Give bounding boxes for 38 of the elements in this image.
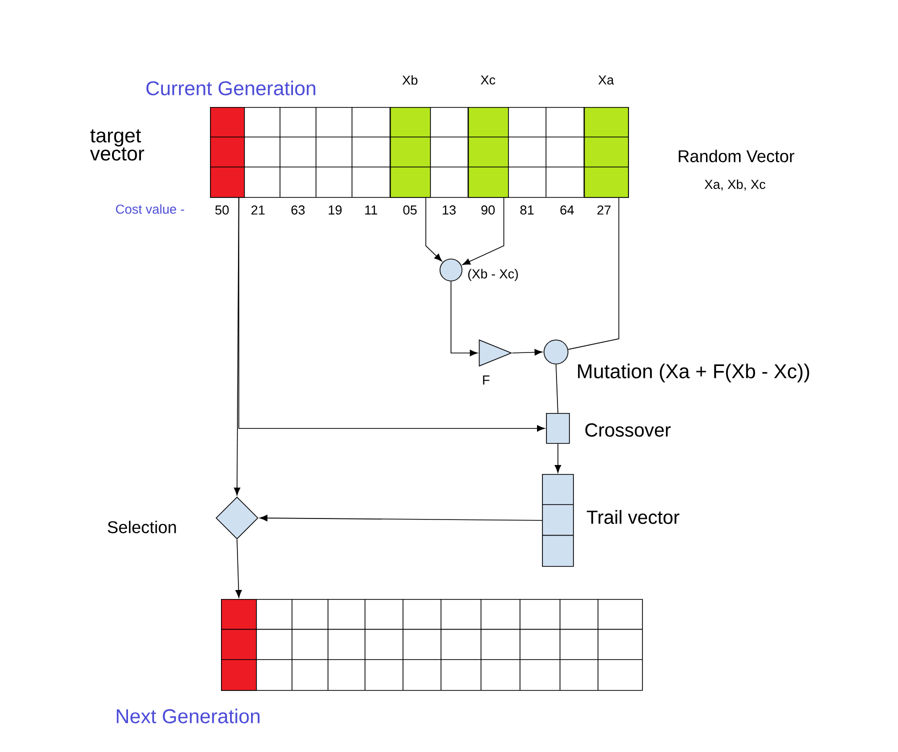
- cost-value: 64: [560, 205, 574, 215]
- cost-value: 81: [520, 205, 534, 215]
- cost-value: 05: [403, 205, 417, 215]
- connector-line: [556, 364, 558, 414]
- arrow: [260, 514, 542, 522]
- node-label: (Xb - Xc): [468, 268, 518, 282]
- node-label: Trail vector: [586, 510, 680, 524]
- cost-value: 27: [597, 205, 611, 215]
- cost-value: 11: [365, 206, 378, 214]
- heading: Current Generation: [146, 80, 316, 96]
- cost-value: 13: [442, 205, 456, 215]
- heading: Xc: [480, 75, 496, 85]
- cost-value: 50: [215, 205, 229, 215]
- label: target vector: [90, 129, 144, 161]
- node-label: Crossover: [585, 423, 671, 437]
- arrow: [235, 539, 242, 598]
- heading: Xb: [402, 75, 418, 85]
- node-label: Mutation (Xa + F(Xb - Xc)): [578, 364, 810, 382]
- arrow: [450, 281, 478, 356]
- heading: Next Generation: [116, 708, 260, 724]
- node-label: F: [483, 376, 490, 384]
- arrow: [234, 197, 240, 496]
- arrow: [554, 443, 562, 473]
- label: Cost value -: [116, 204, 184, 214]
- vector-column: [210, 107, 245, 198]
- cost-value: 19: [328, 205, 342, 215]
- cost-value: 63: [291, 205, 305, 215]
- vector-column: [220, 599, 257, 691]
- label: Random Vector: [678, 150, 794, 162]
- cost-value: 21: [251, 205, 265, 215]
- label: Xa, Xb, Xc: [704, 179, 766, 191]
- cost-value: 90: [481, 205, 495, 215]
- arrow: [512, 349, 542, 356]
- connector-line: [568, 197, 620, 350]
- arrow: [425, 197, 442, 262]
- arrow: [462, 197, 504, 265]
- heading: Xa: [598, 75, 614, 85]
- node-label: Selection: [108, 520, 176, 534]
